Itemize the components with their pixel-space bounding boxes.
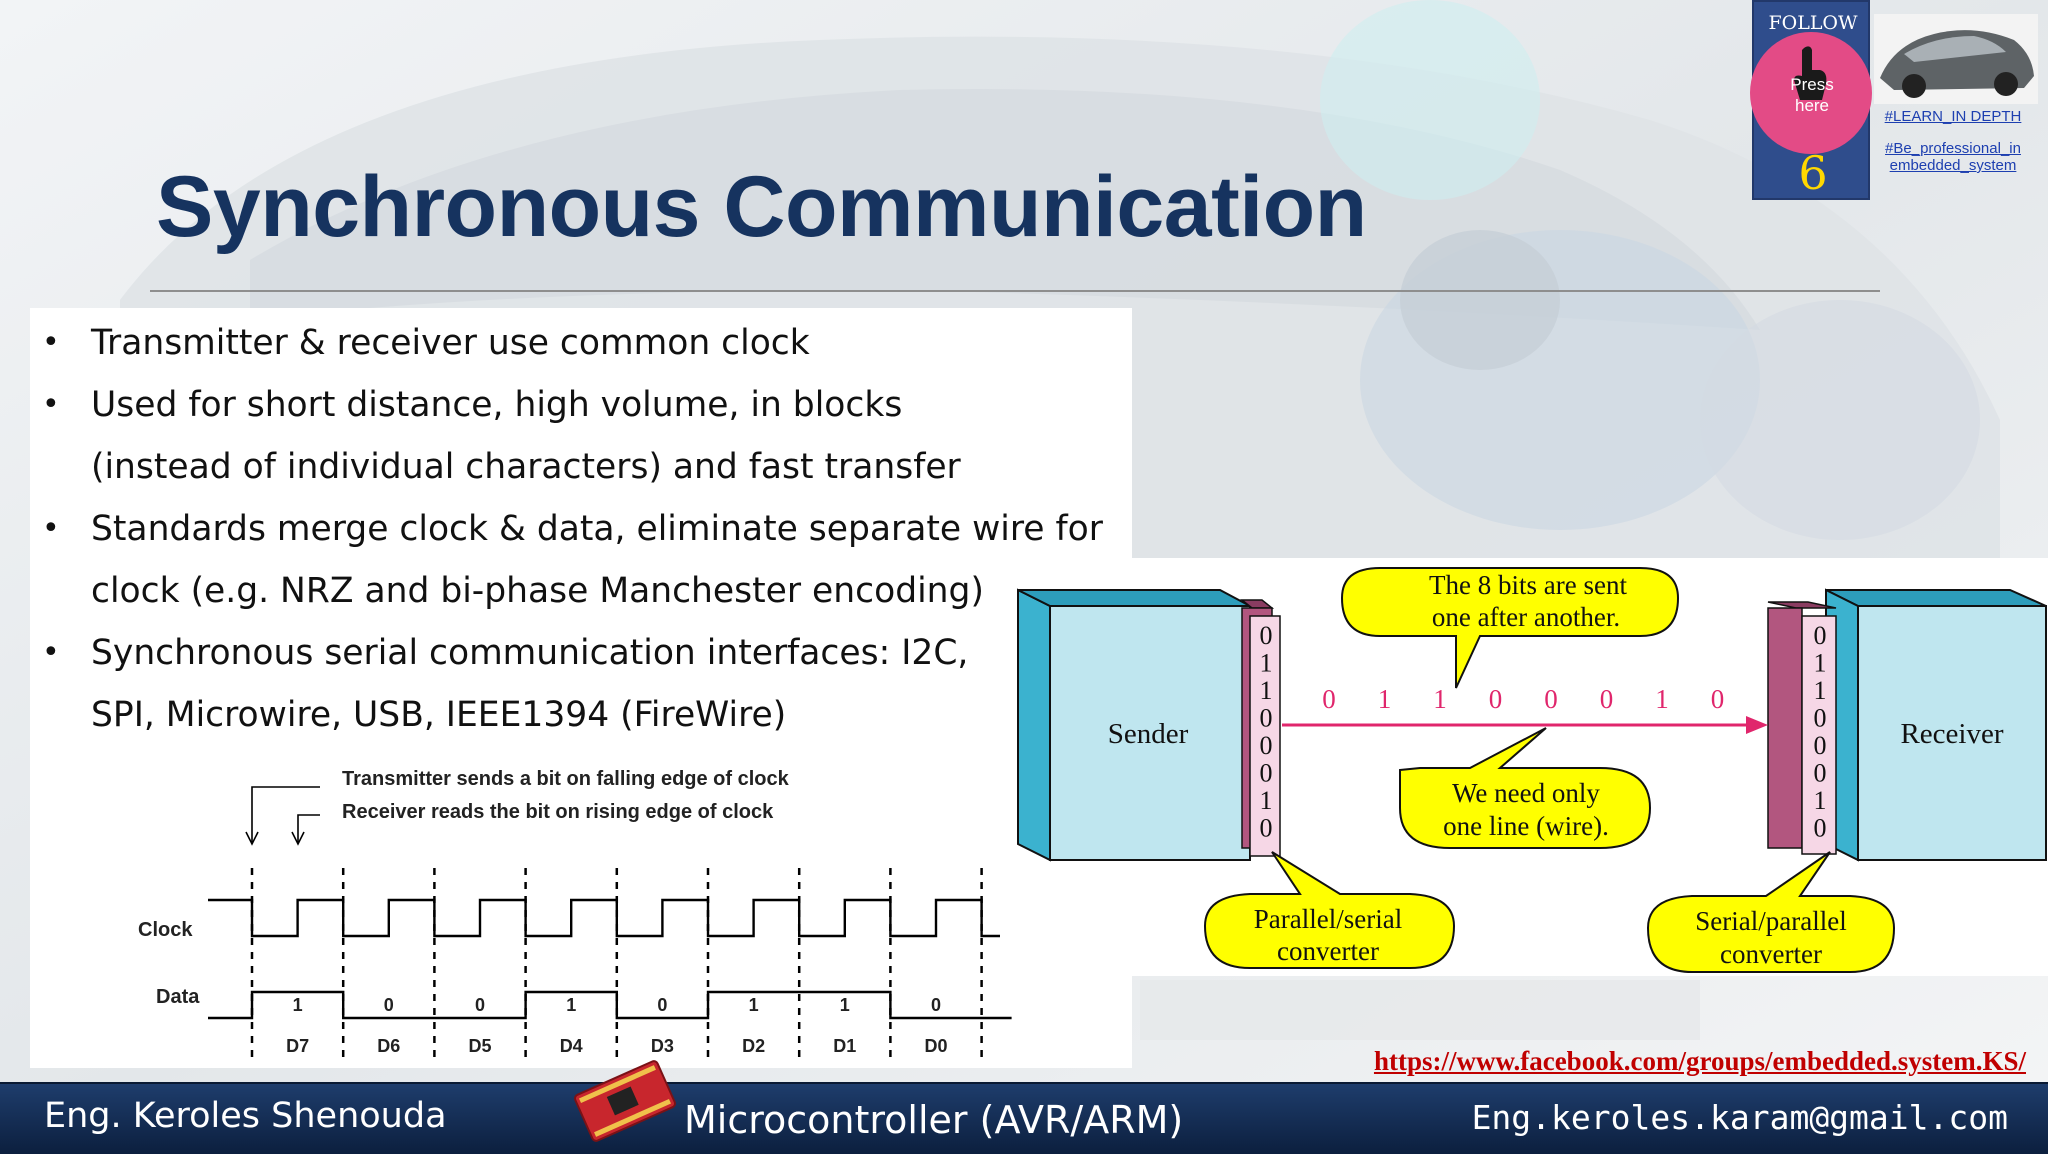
facebook-group-link[interactable]: https://www.facebook.com/groups/embedded… [1373, 1046, 2026, 1076]
follow-count: 6 [1798, 146, 1828, 200]
receiver-converter-face [1801, 615, 1837, 855]
microcontroller-board-icon [574, 1060, 676, 1142]
sender-converter-bit: 0 [1260, 814, 1273, 843]
sender-box-top [1017, 589, 1251, 607]
receiver-box [1857, 605, 2047, 861]
svg-text:The 8 bits are sent: The 8 bits are sent [1429, 570, 1627, 600]
data-bit-name: D1 [833, 1036, 856, 1056]
hashtag-be-professional-link[interactable]: #Be_professional_in embedded_system [1885, 140, 2021, 174]
pointing-hand-icon [1794, 46, 1827, 100]
page-title: Synchronous Communication [156, 159, 1367, 255]
sender-converter-bit: 1 [1260, 786, 1273, 815]
receiver-converter-top [1767, 601, 1837, 609]
data-bit-value: 0 [384, 995, 394, 1015]
data-bit-value: 0 [657, 995, 667, 1015]
bullet-item: Used for short distance, high volume, in… [30, 374, 1021, 498]
footer-course-title: Microcontroller (AVR/ARM) [684, 1098, 1184, 1142]
sender-converter-bit: 1 [1260, 649, 1273, 678]
receiver-converter-bit: 0 [1814, 621, 1827, 650]
callout-bits-sent: The 8 bits are sent one after another. [1340, 567, 1680, 689]
follow-us-widget[interactable]: FOLLOW US Press here 6 [1750, 0, 1872, 200]
serial-line-bit: 1 [1378, 684, 1392, 714]
data-bit-name: D7 [286, 1036, 309, 1056]
data-waveform [208, 990, 1012, 1020]
serial-line-bit: 1 [1433, 684, 1447, 714]
serial-line-bit: 0 [1489, 684, 1503, 714]
bullet-list: Transmitter & receiver use common clock … [30, 312, 1130, 746]
data-bit-value: 0 [931, 995, 941, 1015]
svg-text:converter: converter [1720, 939, 1822, 969]
receiver-box-top [1825, 589, 2047, 607]
rx-note: Receiver reads the bit on rising edge of… [342, 801, 774, 823]
receiver-converter-bit: 1 [1814, 786, 1827, 815]
receiver-converter-bit: 0 [1814, 814, 1827, 843]
press-here-text: Press here [1790, 75, 1834, 115]
receiver-label: Receiver [1900, 718, 2003, 750]
callout-one-wire: We need only one line (wire). [1399, 727, 1652, 849]
callout-serial-parallel: Serial/parallel converter [1646, 851, 1896, 973]
footer-author: Eng. Keroles Shenouda [44, 1096, 447, 1136]
svg-text:one line (wire).: one line (wire). [1443, 811, 1609, 841]
svg-text:converter: converter [1277, 936, 1379, 966]
arrow-head [1746, 716, 1768, 734]
data-bit-name: D0 [924, 1036, 947, 1056]
data-bit-name: D5 [468, 1036, 491, 1056]
receiver-converter-bit: 1 [1814, 649, 1827, 678]
clock-label: Clock [138, 919, 193, 941]
timing-diagram: Transmitter sends a bit on falling edge … [138, 768, 1012, 1062]
sender-converter-bit: 0 [1260, 621, 1273, 650]
serial-line-bit: 0 [1544, 684, 1558, 714]
data-bit-value: 1 [749, 995, 759, 1015]
sender-converter-bit: 0 [1260, 731, 1273, 760]
svg-text:We need only: We need only [1452, 778, 1600, 808]
callout-parallel-serial: Parallel/serial converter [1203, 851, 1456, 969]
data-bit-name: D6 [377, 1036, 400, 1056]
sender-converter-bit: 0 [1260, 759, 1273, 788]
annotation-arrows [245, 786, 320, 846]
tx-note: Transmitter sends a bit on falling edge … [342, 768, 790, 790]
hashtag-learn-in-depth-link[interactable]: #LEARN_IN DEPTH [1884, 108, 2022, 125]
data-bit-name: D2 [742, 1036, 765, 1056]
receiver-converter-bit: 0 [1814, 704, 1827, 733]
footer-bar: Eng. Keroles Shenouda Microcontroller (A… [0, 1082, 2048, 1154]
serial-line-bit: 0 [1322, 684, 1336, 714]
receiver-converter [1767, 607, 1803, 849]
data-label: Data [156, 986, 200, 1008]
sender-converter-face [1249, 615, 1281, 857]
sender-converter-bit: 0 [1260, 704, 1273, 733]
bullet-item: Synchronous serial communication interfa… [30, 622, 1011, 746]
footer-email: Eng.keroles.karam@gmail.com [1471, 1098, 2008, 1137]
svg-text:Serial/parallel: Serial/parallel [1695, 906, 1846, 936]
data-bit-name: D4 [560, 1036, 583, 1056]
press-here-button[interactable]: Press here [1750, 32, 1872, 154]
data-bit-value: 1 [566, 995, 576, 1015]
serial-line-bit: 0 [1711, 684, 1725, 714]
sender-box-side [1017, 588, 1051, 862]
sender-box [1049, 605, 1251, 861]
clock-waveform [208, 898, 1012, 938]
receiver-converter-bit: 0 [1814, 759, 1827, 788]
data-bit-value: 0 [475, 995, 485, 1015]
bullet-item: Transmitter & receiver use common clock [30, 312, 1130, 374]
sender-converter-bit: 1 [1260, 676, 1273, 705]
svg-text:one after another.: one after another. [1432, 602, 1620, 632]
car-thumbnail-image [1874, 14, 2038, 104]
data-bit-name: D3 [651, 1036, 674, 1056]
serial-line-bit: 0 [1600, 684, 1614, 714]
svg-text:Parallel/serial: Parallel/serial [1254, 904, 1402, 934]
serial-line-bit: 1 [1655, 684, 1669, 714]
data-bit-value: 1 [840, 995, 850, 1015]
bullet-item: Standards merge clock & data, eliminate … [30, 498, 1151, 622]
sender-label: Sender [1108, 718, 1189, 750]
data-bit-value: 1 [293, 995, 303, 1015]
title-divider [150, 290, 1880, 292]
receiver-converter-bit: 1 [1814, 676, 1827, 705]
receiver-converter-bit: 0 [1814, 731, 1827, 760]
